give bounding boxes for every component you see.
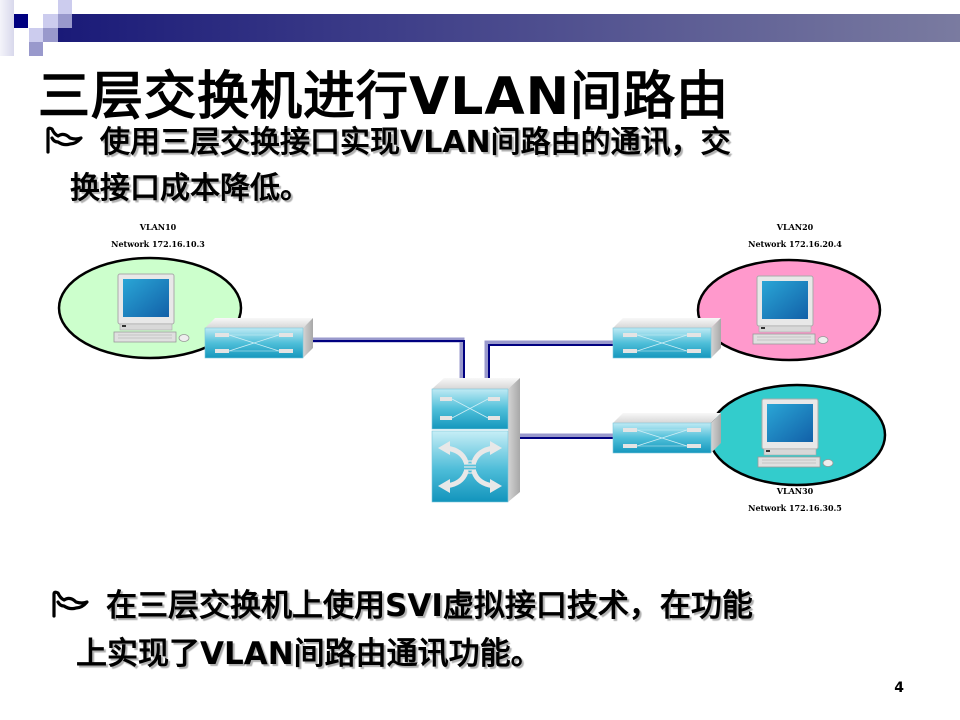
access-switch-vlan20-icon <box>612 317 722 359</box>
link-vlan30 <box>520 433 615 439</box>
vlan20-name: VLAN20 <box>776 222 814 232</box>
header-square <box>43 28 58 42</box>
vlan10-name: VLAN10 <box>139 222 177 232</box>
header-square <box>43 14 58 28</box>
slide-title: 三层交换机进行VLAN间路由 <box>38 67 730 127</box>
flag-bullet-icon <box>52 590 89 618</box>
vlan30-name: VLAN30 <box>776 486 814 496</box>
bullet-2-text-2: 上实现了VLAN间路由通讯功能。 <box>76 636 542 672</box>
header-square <box>29 28 43 42</box>
bullet-2: 在三层交换机上使用SVI虚拟接口技术，在功能 上实现了VLAN间路由通讯功能。 <box>50 582 753 678</box>
access-switch-vlan30-icon <box>612 412 722 454</box>
bullet-1-text-1: 使用三层交换接口实现VLAN间路由的通讯，交 <box>100 125 731 160</box>
bullet-2-line-1: 在三层交换机上使用SVI虚拟接口技术，在功能 <box>50 582 753 630</box>
flag-bullet-icon <box>46 126 83 154</box>
link-vlan10 <box>313 337 465 380</box>
vlan30-network: Network 172.16.30.5 <box>748 503 842 513</box>
header-square <box>58 0 72 14</box>
vlan20-network: Network 172.16.20.4 <box>748 239 842 249</box>
bullet-2-text-1: 在三层交换机上使用SVI虚拟接口技术，在功能 <box>106 588 753 624</box>
header-square <box>0 0 14 56</box>
header-square <box>14 14 28 28</box>
header-square <box>58 14 72 28</box>
bullet-1: 使用三层交换接口实现VLAN间路由的通讯，交 换接口成本降低。 <box>44 120 731 212</box>
header-gradient-bar <box>58 14 960 42</box>
page-number: 4 <box>894 680 904 696</box>
bullet-1-line-1: 使用三层交换接口实现VLAN间路由的通讯，交 <box>44 120 731 166</box>
header-square <box>29 42 43 56</box>
access-switch-vlan10-icon <box>204 317 314 359</box>
vlan10-network: Network 172.16.10.3 <box>111 239 205 249</box>
layer3-switch-icon <box>431 378 520 503</box>
bullet-1-text-2: 换接口成本降低。 <box>70 171 310 206</box>
link-vlan20 <box>484 340 615 380</box>
